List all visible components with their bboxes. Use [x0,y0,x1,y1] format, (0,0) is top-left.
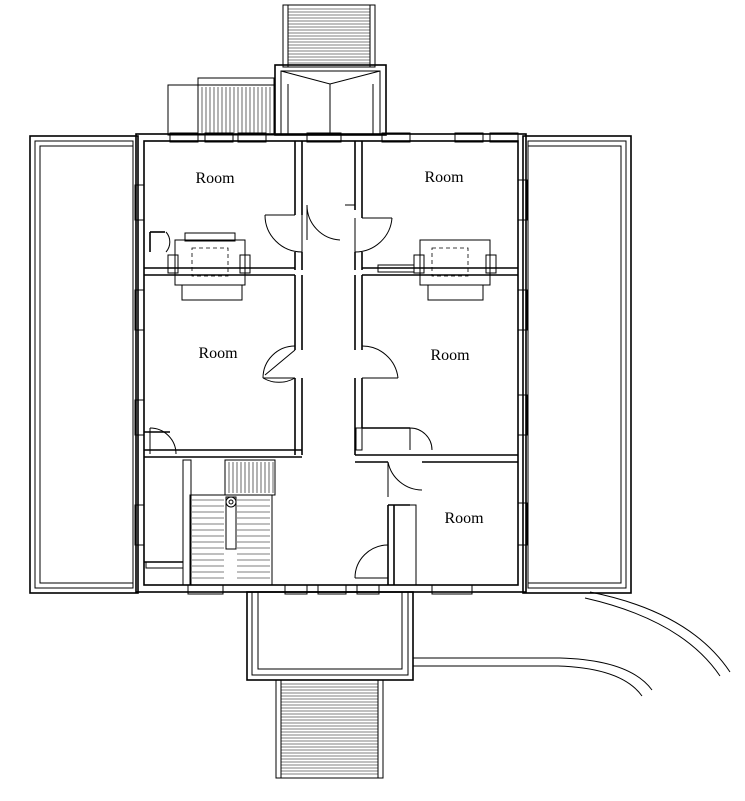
room-label-top-left: Room [195,170,235,187]
room-label-bottom-right: Room [444,510,484,527]
windows [134,132,528,595]
room-label-top-right: Room [424,169,464,186]
fireplace-left [167,232,251,301]
curved-walkway [413,591,731,697]
top-porch [274,64,387,136]
left-veranda [29,135,139,594]
top-staircase [282,4,376,68]
interior-staircase [189,459,276,586]
room-label-middle-left: Room [198,345,238,362]
front-porch [246,591,414,681]
side-porch-steps [167,77,275,136]
doors [149,204,433,579]
fireplace-right [413,239,497,301]
bottom-staircase [275,679,384,779]
room-label-middle-right: Room [430,347,470,364]
right-veranda [522,135,632,594]
